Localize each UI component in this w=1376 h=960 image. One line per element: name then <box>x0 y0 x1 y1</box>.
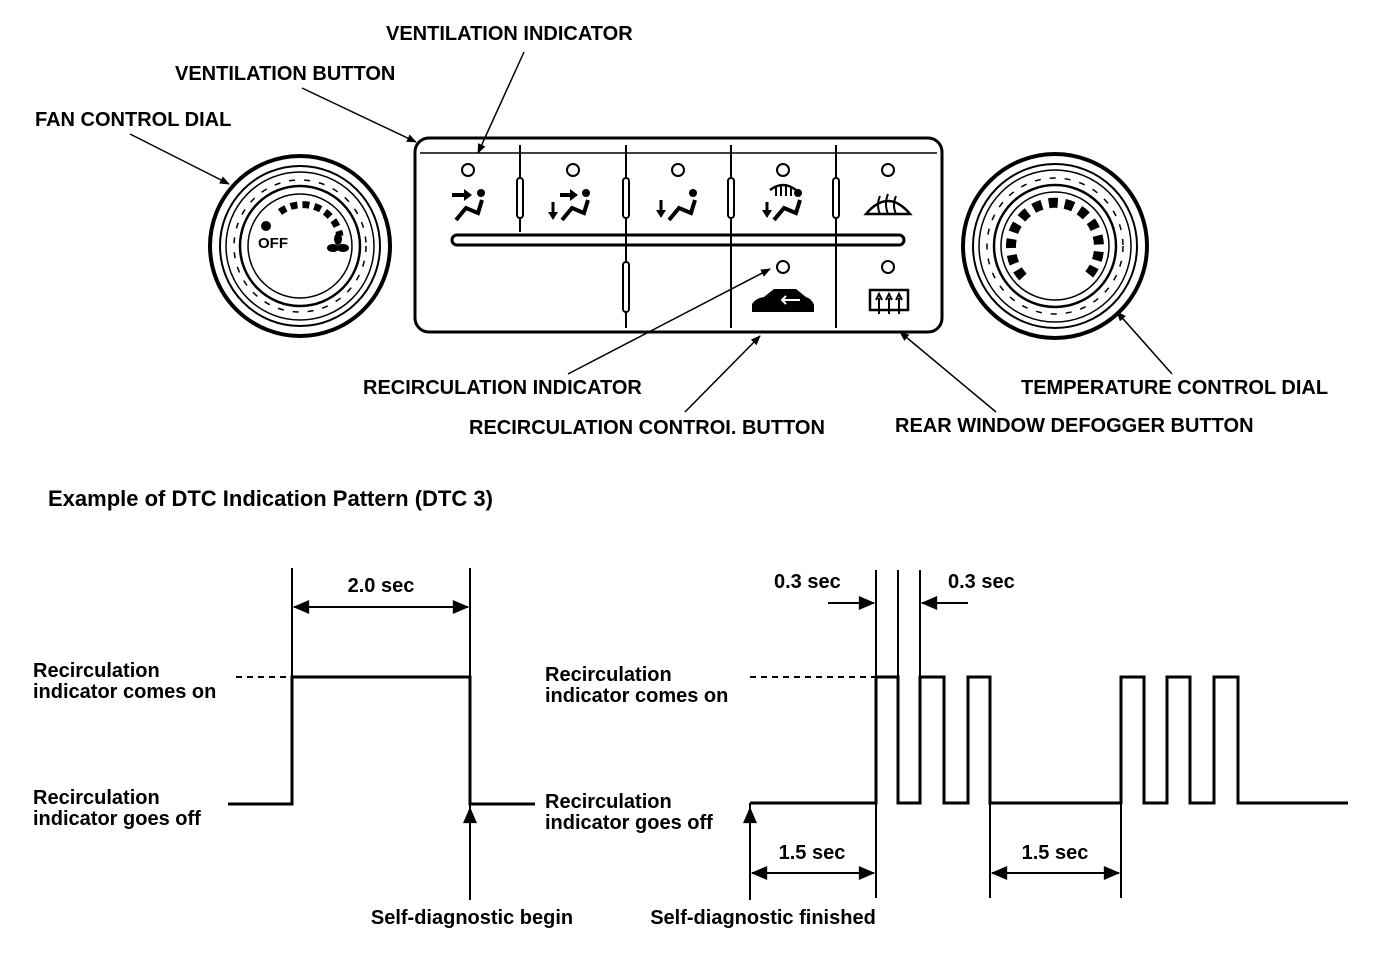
ventilation-button-label: VENTILATION BUTTON <box>175 63 395 85</box>
floor-led <box>671 163 685 177</box>
bi-level-mode-button[interactable] <box>548 163 590 222</box>
floor-defrost-led <box>776 163 790 177</box>
left-duration-label: 2.0 sec <box>348 575 415 597</box>
recirculation-control-button[interactable] <box>752 260 814 312</box>
left-off-label-line2: indicator goes off <box>33 808 201 830</box>
windshield-defrost-button[interactable] <box>863 163 913 216</box>
self-diagnostic-finished-label: Self-diagnostic finished <box>650 907 876 929</box>
fan-off-dot <box>261 221 271 231</box>
bi-level-mode-icon <box>548 189 590 222</box>
windshield-defrost-icon <box>863 193 913 216</box>
recirculation-car-icon <box>752 289 814 312</box>
dtc-pattern-title: Example of DTC Indication Pattern (DTC 3… <box>48 486 493 511</box>
self-diagnostic-begin-label: Self-diagnostic begin <box>371 907 573 929</box>
vent-mode-icon <box>452 189 485 222</box>
pulse-on-label: 0.3 sec <box>774 571 841 593</box>
floor-defrost-mode-icon <box>762 183 802 222</box>
rear-window-defogger-button-label: REAR WINDOW DEFOGGER BUTTON <box>895 415 1254 437</box>
bi-level-led <box>566 163 580 177</box>
temperature-control-dial-label: TEMPERATURE CONTROL DIAL <box>1021 377 1328 399</box>
fan-control-dial[interactable]: OFF <box>208 154 392 338</box>
between-gap-label: 1.5 sec <box>1022 842 1089 864</box>
right-off-label-line2: indicator goes off <box>545 812 713 834</box>
rear-defogger-icon <box>868 288 910 314</box>
fan-off-label: OFF <box>258 235 288 252</box>
left-off-label-line1: Recirculation <box>33 787 160 809</box>
right-indicator-waveform <box>750 675 1348 805</box>
rear-window-defogger-button[interactable] <box>868 260 910 314</box>
fan-control-dial-label: FAN CONTROL DIAL <box>35 109 231 131</box>
right-off-label-line1: Recirculation <box>545 791 672 813</box>
first-gap-label: 1.5 sec <box>779 842 846 864</box>
floor-mode-button[interactable] <box>656 163 697 222</box>
ventilation-indicator-led <box>461 163 475 177</box>
defrost-led <box>881 163 895 177</box>
climate-control-panel: OFF <box>208 136 1149 340</box>
floor-defrost-mode-button[interactable] <box>762 163 802 222</box>
vent-mode-button[interactable] <box>452 163 485 222</box>
pulse-off-label: 0.3 sec <box>948 571 1015 593</box>
fan-icon <box>327 233 349 252</box>
right-on-label-line1: Recirculation <box>545 664 672 686</box>
left-on-label-line2: indicator comes on <box>33 681 216 703</box>
button-panel <box>413 136 944 334</box>
self-diagnostic-begin-timing: Recirculation indicator comes on Recircu… <box>33 568 573 929</box>
temperature-control-dial[interactable] <box>961 152 1149 340</box>
ventilation-indicator-label: VENTILATION INDICATOR <box>386 23 633 45</box>
recirculation-indicator-led <box>776 260 790 274</box>
floor-mode-icon <box>656 189 697 222</box>
left-indicator-waveform <box>228 675 535 806</box>
panel-callouts: VENTILATION INDICATOR VENTILATION BUTTON… <box>35 23 1328 439</box>
defogger-indicator-led <box>881 260 895 274</box>
left-on-label-line1: Recirculation <box>33 660 160 682</box>
recirculation-indicator-label: RECIRCULATION INDICATOR <box>363 377 642 399</box>
recirculation-control-button-label: RECIRCULATION CONTROI. BUTTON <box>469 417 825 439</box>
self-diagnostic-finished-timing: Recirculation indicator comes on Recircu… <box>545 570 1348 929</box>
right-on-label-line2: indicator comes on <box>545 685 728 707</box>
